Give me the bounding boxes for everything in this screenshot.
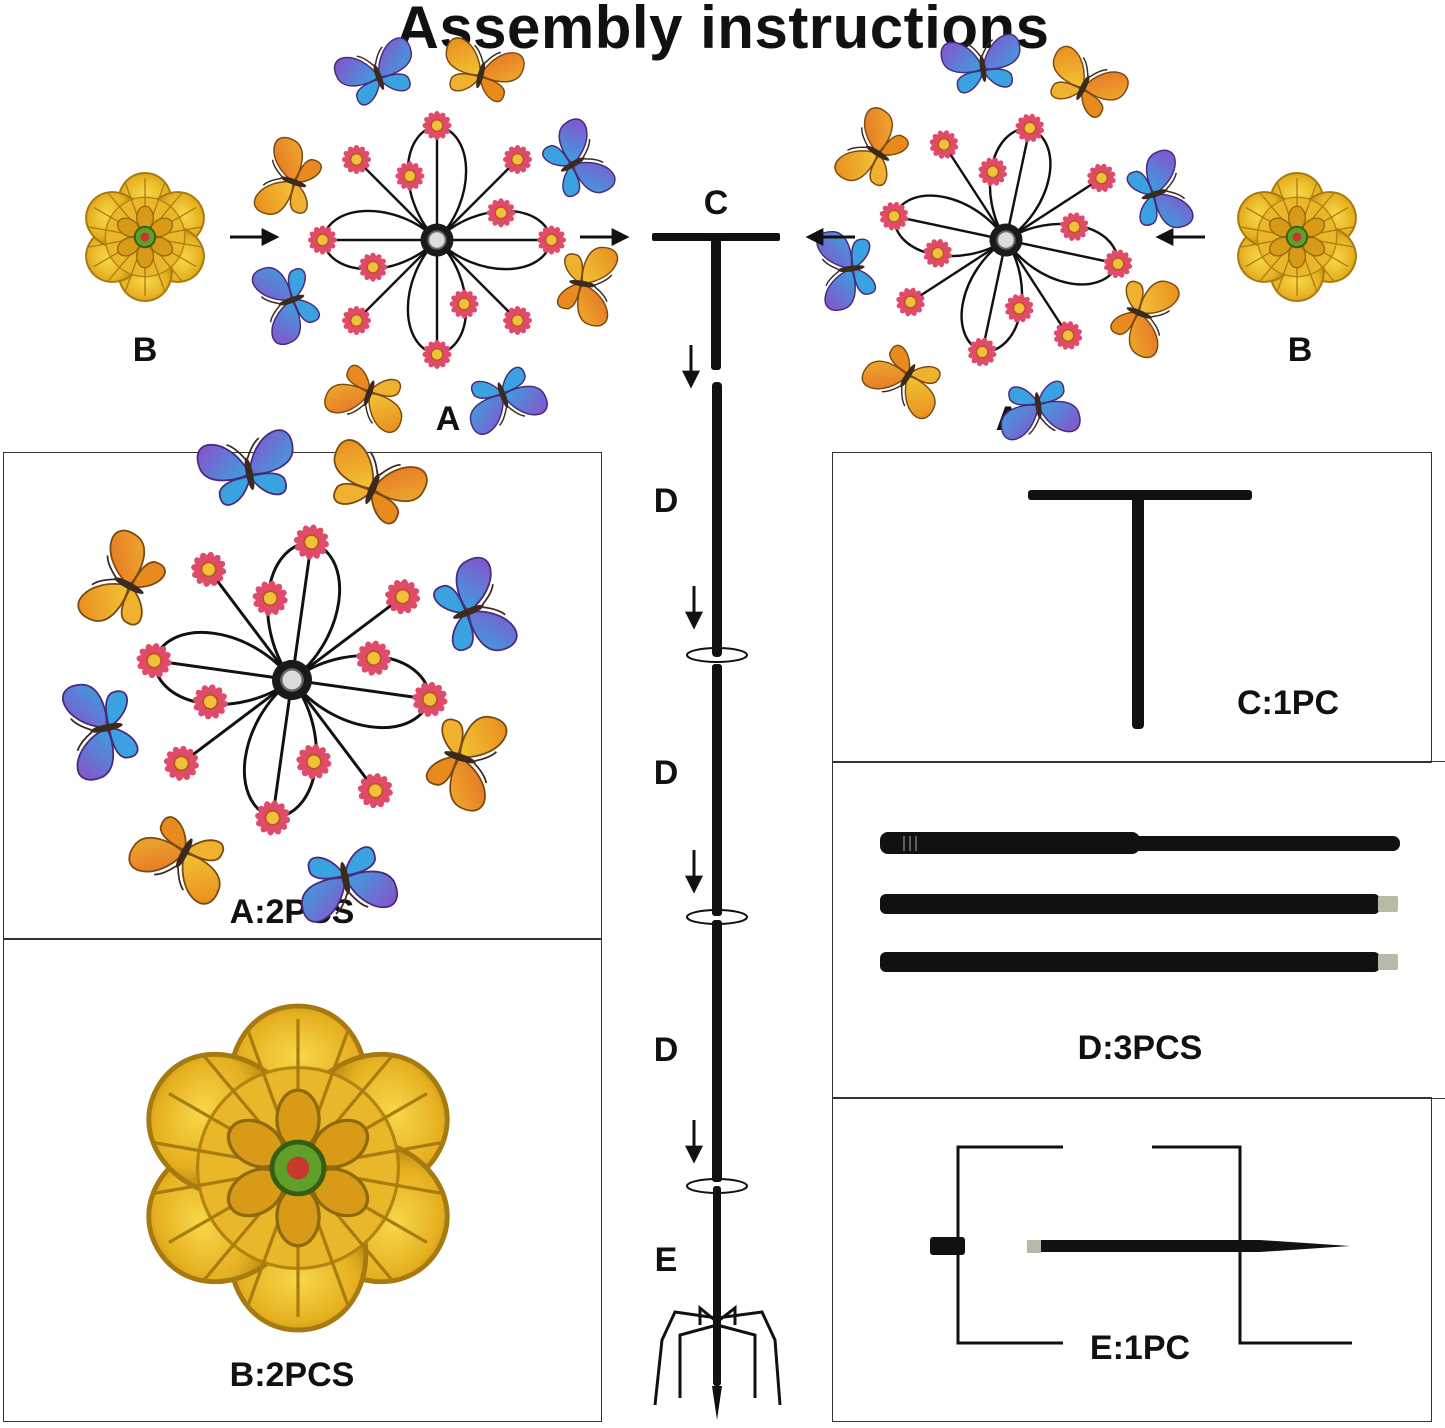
flower-b-left bbox=[75, 172, 215, 302]
part-box-c bbox=[832, 452, 1432, 763]
part-box-a bbox=[3, 452, 602, 940]
pole-label-d2: D bbox=[653, 754, 679, 792]
part-box-d bbox=[832, 761, 1445, 1099]
part-box-e bbox=[832, 1097, 1432, 1422]
spinner-a-left bbox=[250, 35, 620, 437]
label-a-left: A bbox=[435, 400, 461, 438]
part-caption-b: B:2PCS bbox=[229, 1356, 355, 1394]
flower-b-right bbox=[1227, 172, 1367, 302]
part-d-illustration bbox=[880, 832, 1400, 972]
label-c: C bbox=[703, 184, 729, 222]
part-caption-d: D:3PCS bbox=[1077, 1029, 1203, 1067]
label-b-left: B bbox=[132, 331, 158, 369]
part-a-illustration bbox=[33, 401, 546, 948]
part-caption-c: C:1PC bbox=[1236, 684, 1340, 722]
part-box-b bbox=[3, 938, 602, 1422]
t-bar-top bbox=[652, 233, 780, 370]
part-caption-e: E:1PC bbox=[1089, 1329, 1191, 1367]
pole-label-e: E bbox=[654, 1241, 678, 1279]
label-b-right: B bbox=[1287, 331, 1313, 369]
page-title: Assembly instructions bbox=[395, 0, 1050, 61]
part-c-illustration bbox=[1028, 490, 1252, 729]
pole-assembly bbox=[653, 345, 782, 1420]
part-e-illustration bbox=[930, 1145, 1352, 1345]
pole-label-d1: D bbox=[653, 482, 679, 520]
part-b-illustration bbox=[124, 1006, 472, 1330]
pole-label-d3: D bbox=[653, 1031, 679, 1069]
